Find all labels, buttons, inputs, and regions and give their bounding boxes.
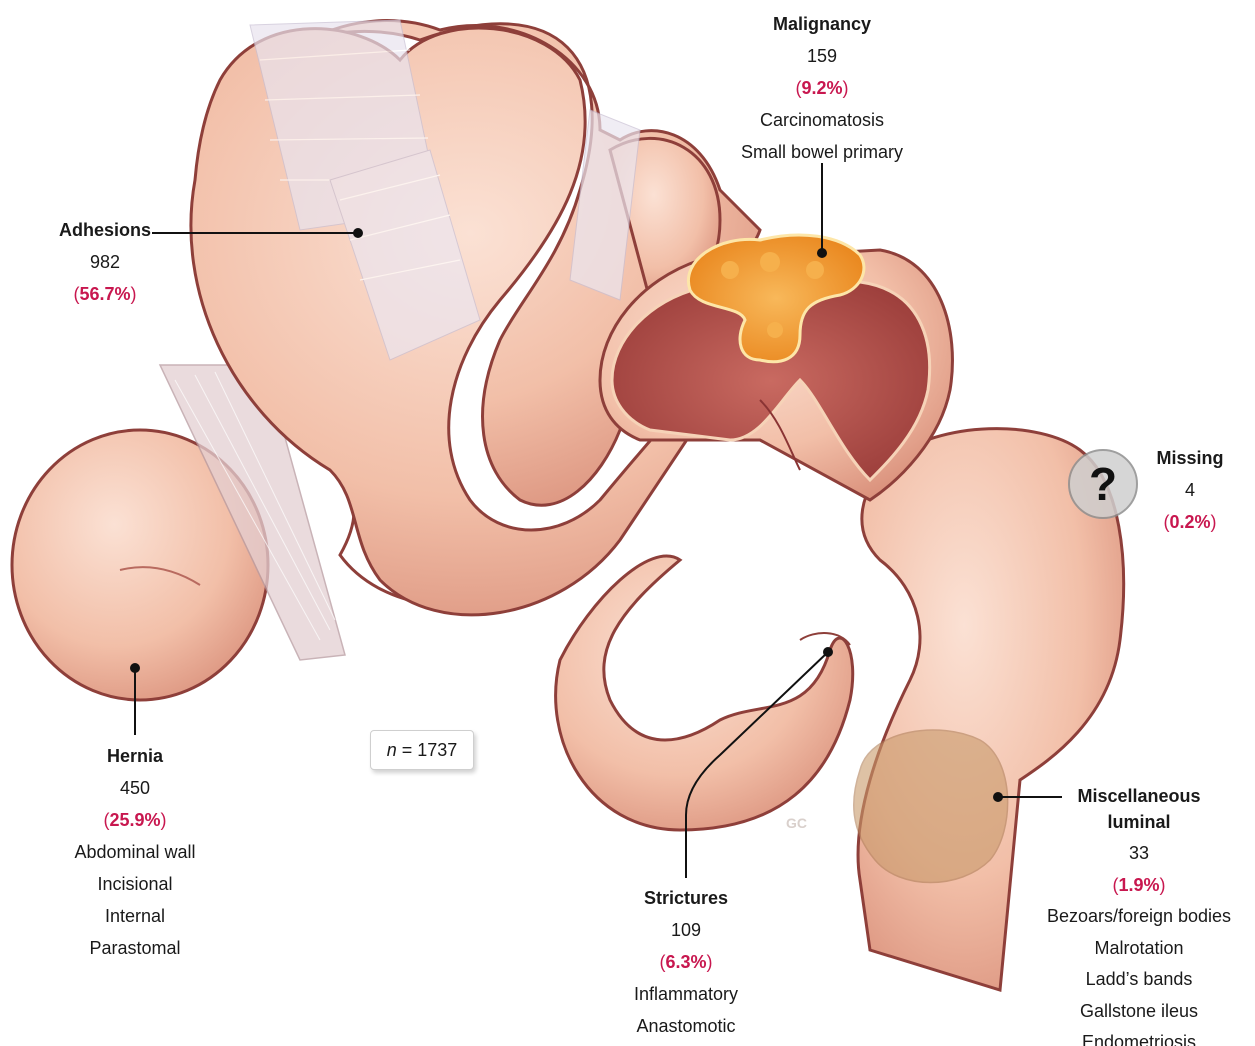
callout-count: 109: [596, 914, 776, 946]
callout-subtype: Small bowel primary: [702, 136, 942, 168]
sample-size-variable: n: [387, 740, 397, 760]
callout-adhesions: Adhesions 982 (56.7%): [30, 214, 180, 310]
callout-subtype: Ladd’s bands: [1025, 964, 1253, 996]
callout-hernia: Hernia 450 (25.9%) Abdominal wall Incisi…: [40, 740, 230, 964]
callout-percent: (56.7%): [30, 278, 180, 310]
callout-subtype: Incisional: [40, 868, 230, 900]
sample-size-box: n = 1737: [370, 730, 474, 770]
callout-percent: (1.9%): [1025, 870, 1253, 902]
callout-subtype: Gallstone ileus: [1025, 996, 1253, 1028]
watermark: GC: [786, 815, 807, 831]
callout-subtype: Anastomotic: [596, 1010, 776, 1042]
callout-subtype: Carcinomatosis: [702, 104, 942, 136]
callout-subtype: Abdominal wall: [40, 836, 230, 868]
callout-count: 450: [40, 772, 230, 804]
callout-percent: (6.3%): [596, 946, 776, 978]
callout-subtype: Parastomal: [40, 932, 230, 964]
callout-count: 33: [1025, 838, 1253, 870]
callout-miscellaneous-luminal: Miscellaneous luminal 33 (1.9%) Bezoars/…: [1025, 781, 1253, 1046]
callout-title: Strictures: [596, 882, 776, 914]
callout-percent: (0.2%): [1140, 506, 1240, 538]
callout-title: Adhesions: [30, 214, 180, 246]
callout-title: Hernia: [40, 740, 230, 772]
callout-subtype: Bezoars/foreign bodies: [1025, 901, 1253, 933]
callout-subtype: Inflammatory: [596, 978, 776, 1010]
callout-title: Malignancy: [702, 8, 942, 40]
callout-missing: Missing 4 (0.2%): [1140, 442, 1240, 538]
callout-count: 982: [30, 246, 180, 278]
callout-count: 159: [702, 40, 942, 72]
callout-title: luminal: [1025, 807, 1253, 839]
missing-question-glyph: ?: [1078, 450, 1128, 518]
callout-subtype: Endometriosis: [1025, 1027, 1253, 1046]
callout-percent: (9.2%): [702, 72, 942, 104]
callout-title: Missing: [1140, 442, 1240, 474]
callout-subtype: Internal: [40, 900, 230, 932]
callout-percent: (25.9%): [40, 804, 230, 836]
callout-subtype: Malrotation: [1025, 933, 1253, 965]
luminal-mass: [854, 730, 1008, 883]
callout-malignancy: Malignancy 159 (9.2%) Carcinomatosis Sma…: [702, 8, 942, 168]
sample-size-value: = 1737: [397, 740, 458, 760]
callout-count: 4: [1140, 474, 1240, 506]
callout-strictures: Strictures 109 (6.3%) Inflammatory Anast…: [596, 882, 776, 1042]
